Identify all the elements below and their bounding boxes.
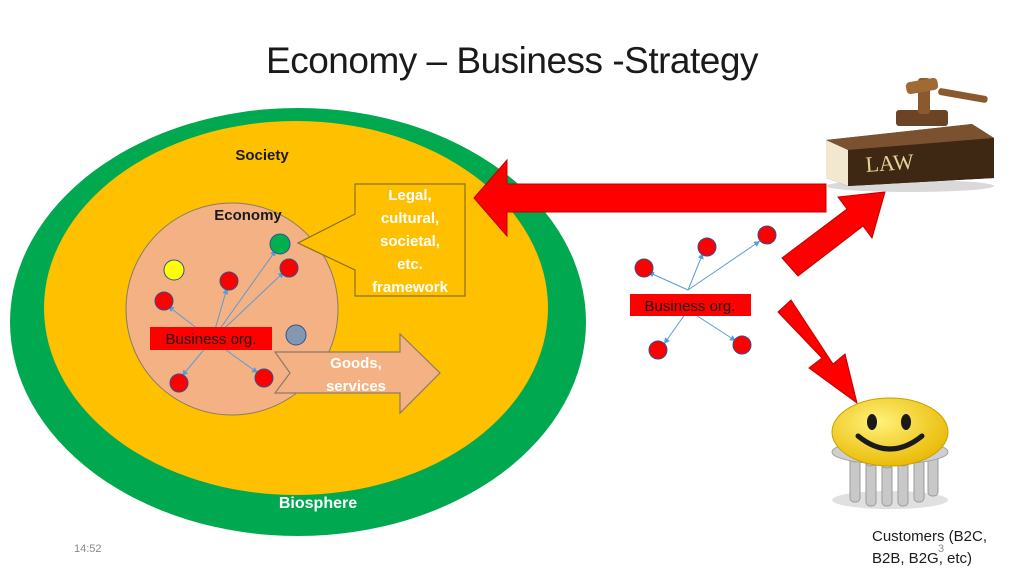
- business-org-outer-label: Business org.: [645, 298, 736, 315]
- customers-line-2: B2B, B2G, etc): [872, 550, 973, 567]
- outer-dot-red-1: [634, 258, 654, 278]
- outer-network-lines: [647, 240, 761, 345]
- framework-line-2: cultural,: [381, 210, 439, 227]
- society-label: Society: [235, 147, 289, 164]
- customers-line-1: Customers (B2C,: [872, 528, 988, 545]
- economy-dot-yellow: [163, 259, 185, 281]
- framework-line-1: Legal,: [388, 187, 431, 204]
- slide-title: Economy – Business -Strategy: [266, 40, 758, 81]
- business-org-outer-box: [630, 294, 751, 316]
- outer-dot-red-2: [697, 237, 717, 257]
- framework-line-5: framework: [372, 279, 449, 296]
- goods-line-2: services: [326, 378, 386, 395]
- outer-dot-red-5: [732, 335, 752, 355]
- economy-dot-red-3: [154, 291, 174, 311]
- economy-dot-grey: [285, 324, 307, 346]
- outer-dot-red-3: [757, 225, 777, 245]
- customers-label: Customers (B2C, B2B, B2G, etc): [872, 526, 1012, 570]
- gavel-and-law-book-icon: LAW: [826, 77, 994, 192]
- economy-dot-green: [269, 233, 291, 255]
- biosphere-label: Biosphere: [279, 495, 357, 512]
- goods-line-1: Goods,: [330, 355, 382, 372]
- framework-line-3: societal,: [380, 233, 440, 250]
- economy-dot-red-4: [169, 373, 189, 393]
- business-to-law-arrow: [781, 191, 886, 277]
- goods-services-arrow: [273, 332, 441, 415]
- business-org-inner-box: [150, 327, 272, 350]
- economy-dot-red-1: [219, 271, 239, 291]
- framework-line-4: etc.: [397, 256, 423, 273]
- business-to-customers-arrow: [777, 299, 858, 405]
- economy-dot-red-2: [279, 258, 299, 278]
- economy-dot-red-5: [254, 368, 274, 388]
- law-book-text: LAW: [865, 149, 915, 177]
- footer-time: 14:52: [74, 543, 102, 555]
- smiley-face-on-crowd-icon: [831, 397, 949, 509]
- page-number: 3: [938, 543, 945, 555]
- business-org-inner-label: Business org.: [166, 331, 257, 348]
- outer-dot-red-4: [648, 340, 668, 360]
- economy-label: Economy: [214, 207, 282, 224]
- framework-callout: [296, 183, 466, 297]
- law-to-framework-arrow: [473, 158, 827, 238]
